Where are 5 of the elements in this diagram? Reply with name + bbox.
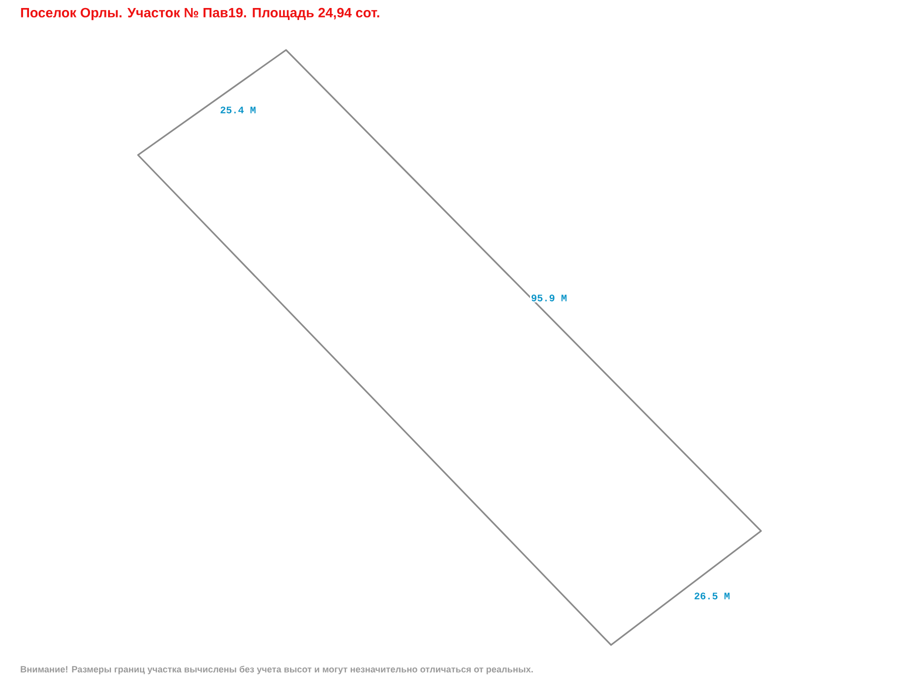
dimension-label: 26.5 М (693, 592, 731, 600)
warning-note: Внимание! Размеры границ участка вычислены без учета высот и могут незначительно отличаться от реальных. (20, 666, 533, 674)
dimension-label: 95.9 М (530, 294, 568, 302)
dimension-label: 25.4 М (219, 106, 257, 114)
title: Поселок Орлы. Участок № Пав19. Площадь 24,94 сот. (21, 8, 380, 20)
